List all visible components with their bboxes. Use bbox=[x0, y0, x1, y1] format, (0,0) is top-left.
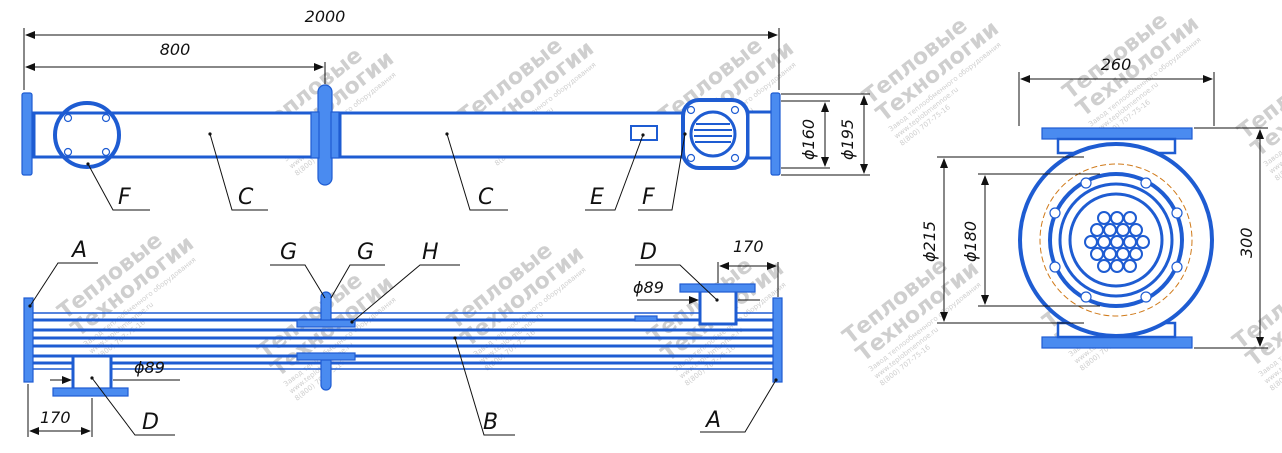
dim-offset-top: 170 bbox=[733, 237, 764, 256]
dim-diam-195: ϕ195 bbox=[838, 119, 857, 160]
end-flange-left bbox=[21, 92, 33, 176]
label-g-right: G bbox=[357, 240, 374, 265]
side-view bbox=[23, 283, 783, 397]
middle-flange-g bbox=[320, 291, 332, 325]
dim-diam-215: ϕ215 bbox=[920, 221, 939, 262]
watermark: Тепловые Технологии Завод теплообменного… bbox=[1058, 8, 1204, 143]
watermark: Тепловые Технологии Завод теплообменного… bbox=[53, 228, 199, 363]
end-view-dimensions bbox=[937, 72, 1268, 349]
watermark: Тепловые Технологии Завод теплообменного… bbox=[858, 13, 1004, 148]
shell-right bbox=[338, 111, 687, 159]
dim-total-length: 2000 bbox=[305, 7, 346, 26]
dim-nozzle-bottom: ϕ89 bbox=[134, 358, 165, 377]
dim-section-length: 800 bbox=[160, 40, 191, 59]
label-a-left: A bbox=[70, 238, 87, 263]
end-flange-right bbox=[770, 92, 781, 176]
label-d-top: D bbox=[640, 240, 657, 265]
label-f-left: F bbox=[118, 185, 131, 210]
dim-end-width: 260 bbox=[1101, 55, 1132, 74]
nozzle-d-top bbox=[698, 288, 738, 326]
dim-nozzle-top: ϕ89 bbox=[633, 278, 664, 297]
end-flange-a-left bbox=[23, 297, 34, 383]
label-g-left: G bbox=[280, 240, 297, 265]
middle-flange bbox=[317, 84, 333, 186]
watermark: Тепловые Технологии Завод теплообменного… bbox=[443, 238, 589, 373]
nozzle-d-bottom bbox=[71, 354, 113, 392]
dim-offset-bottom: 170 bbox=[40, 408, 71, 427]
dim-diam-180: ϕ180 bbox=[961, 221, 980, 262]
watermark: Тепловые Технологии Завод теплообменного… bbox=[253, 268, 399, 403]
watermark: Тепловые Технологии Завод теплообменного… bbox=[1228, 258, 1282, 393]
label-d-bottom: D bbox=[142, 410, 159, 435]
label-a-right: A bbox=[704, 408, 721, 433]
tube-bundle bbox=[1084, 211, 1150, 273]
watermark: Тепловые Технологии Завод теплообменного… bbox=[1233, 48, 1282, 183]
label-f-right: F bbox=[642, 185, 655, 210]
top-view-dimensions bbox=[23, 28, 870, 211]
inspection-e bbox=[630, 125, 658, 141]
dim-end-height: 300 bbox=[1237, 227, 1256, 258]
nozzle-flange-top bbox=[1041, 127, 1193, 140]
label-e: E bbox=[590, 185, 604, 210]
label-h: H bbox=[422, 240, 439, 265]
label-c-right: C bbox=[478, 185, 494, 210]
end-flange-a-right bbox=[772, 297, 783, 383]
side-view-dimensions bbox=[27, 262, 779, 437]
label-b: B bbox=[483, 410, 498, 435]
label-c-left: C bbox=[238, 185, 254, 210]
end-view bbox=[1018, 127, 1214, 349]
dim-diam-160: ϕ160 bbox=[799, 119, 818, 160]
nozzle-flange-bottom bbox=[1041, 336, 1193, 349]
top-view bbox=[21, 84, 781, 186]
